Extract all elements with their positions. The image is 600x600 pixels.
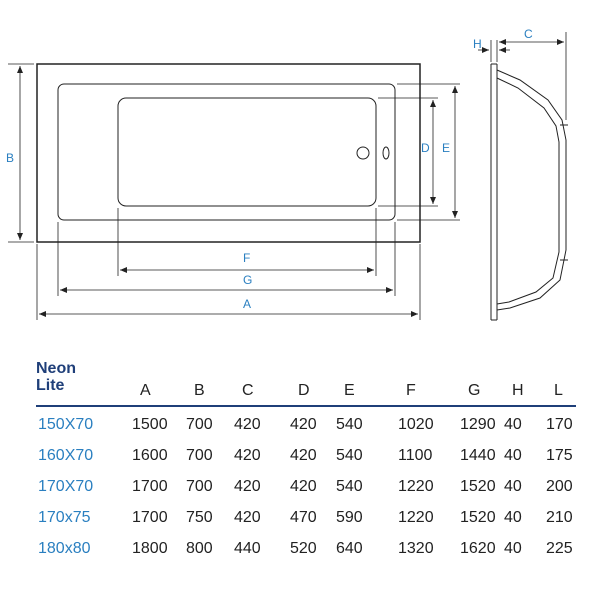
dimension-label-g: G <box>243 273 252 287</box>
model-name: 170x75 <box>38 509 91 526</box>
cell-c: 440 <box>234 540 261 557</box>
dimension-label-f: F <box>243 251 250 265</box>
bathtub-technical-drawing: B D E F G A H C <box>6 27 568 321</box>
dimension-label-b: B <box>6 151 14 165</box>
model-name: 160X70 <box>38 447 94 464</box>
dimension-label-h: H <box>473 37 482 51</box>
cell-g: 1620 <box>460 540 496 557</box>
cell-a: 1500 <box>132 416 168 433</box>
dimension-label-e: E <box>442 141 450 155</box>
model-name: 170X70 <box>38 478 94 495</box>
dimension-label-a: A <box>243 297 251 311</box>
table-row: 170X70 1700 700 420 420 540 1220 1520 40 200 <box>36 470 576 501</box>
cell-b: 700 <box>186 416 213 433</box>
cell-c: 420 <box>234 416 261 433</box>
column-header-d: D <box>298 382 310 399</box>
column-header-g: G <box>468 382 481 399</box>
cell-l: 200 <box>546 478 573 495</box>
cell-b: 750 <box>186 509 213 526</box>
column-header-f: F <box>406 382 416 399</box>
model-name: 150X70 <box>38 416 94 433</box>
cell-h: 40 <box>504 416 522 433</box>
column-header-e: E <box>344 382 355 399</box>
title-line-1: Neon <box>36 360 76 377</box>
tub-basin <box>117 97 377 207</box>
table-row: 160X70 1600 700 420 420 540 1100 1440 40 175 <box>36 439 576 470</box>
cell-g: 1290 <box>460 416 496 433</box>
cell-c: 420 <box>234 478 261 495</box>
column-header-a: A <box>140 382 151 399</box>
cell-a: 1700 <box>132 509 168 526</box>
cell-g: 1520 <box>460 509 496 526</box>
table-row: 180x80 1800 800 440 520 640 1320 1620 40 225 <box>36 532 576 563</box>
column-header-h: H <box>512 382 524 399</box>
cell-e: 540 <box>336 447 363 464</box>
cell-d: 470 <box>290 509 317 526</box>
title-line-2: Lite <box>36 377 65 394</box>
tub-outer-rim <box>36 63 421 243</box>
cell-h: 40 <box>504 509 522 526</box>
column-header-c: C <box>242 382 254 399</box>
model-name: 180x80 <box>38 540 91 557</box>
cell-c: 420 <box>234 509 261 526</box>
cell-g: 1440 <box>460 447 496 464</box>
cell-a: 1700 <box>132 478 168 495</box>
cell-l: 175 <box>546 447 573 464</box>
cell-h: 40 <box>504 478 522 495</box>
cell-d: 420 <box>290 447 317 464</box>
overflow-icon <box>382 146 390 160</box>
dimension-label-c: C <box>524 27 533 41</box>
cell-f: 1320 <box>398 540 434 557</box>
header-divider <box>36 405 576 407</box>
cell-h: 40 <box>504 540 522 557</box>
cell-b: 700 <box>186 447 213 464</box>
column-header-b: B <box>194 382 205 399</box>
cell-f: 1020 <box>398 416 434 433</box>
table-header: Neon Lite A B C D E F G H L <box>36 360 576 408</box>
tub-inner-rim <box>57 83 396 221</box>
dimension-label-d: D <box>421 141 430 155</box>
cell-b: 700 <box>186 478 213 495</box>
tub-top-view <box>36 63 421 243</box>
drain-icon <box>356 146 370 160</box>
cell-e: 590 <box>336 509 363 526</box>
cell-l: 210 <box>546 509 573 526</box>
cell-l: 225 <box>546 540 573 557</box>
cell-b: 800 <box>186 540 213 557</box>
cell-a: 1800 <box>132 540 168 557</box>
cell-f: 1100 <box>398 447 433 464</box>
table-row: 170x75 1700 750 420 470 590 1220 1520 40 210 <box>36 501 576 532</box>
cell-a: 1600 <box>132 447 168 464</box>
cell-g: 1520 <box>460 478 496 495</box>
cell-f: 1220 <box>398 478 434 495</box>
cell-h: 40 <box>504 447 522 464</box>
table-row: 150X70 1500 700 420 420 540 1020 1290 40 170 <box>36 408 576 439</box>
cell-e: 540 <box>336 416 363 433</box>
cell-d: 520 <box>290 540 317 557</box>
cell-d: 420 <box>290 416 317 433</box>
cell-d: 420 <box>290 478 317 495</box>
cell-e: 540 <box>336 478 363 495</box>
dimensions-table: Neon Lite A B C D E F G H L 150X70 1500 700 420 420 5… <box>36 360 576 563</box>
column-header-l: L <box>554 382 563 399</box>
cell-e: 640 <box>336 540 363 557</box>
cell-f: 1220 <box>398 509 434 526</box>
tub-side-view <box>490 63 568 321</box>
cell-l: 170 <box>546 416 573 433</box>
table-title: Neon Lite <box>36 360 76 394</box>
cell-c: 420 <box>234 447 261 464</box>
